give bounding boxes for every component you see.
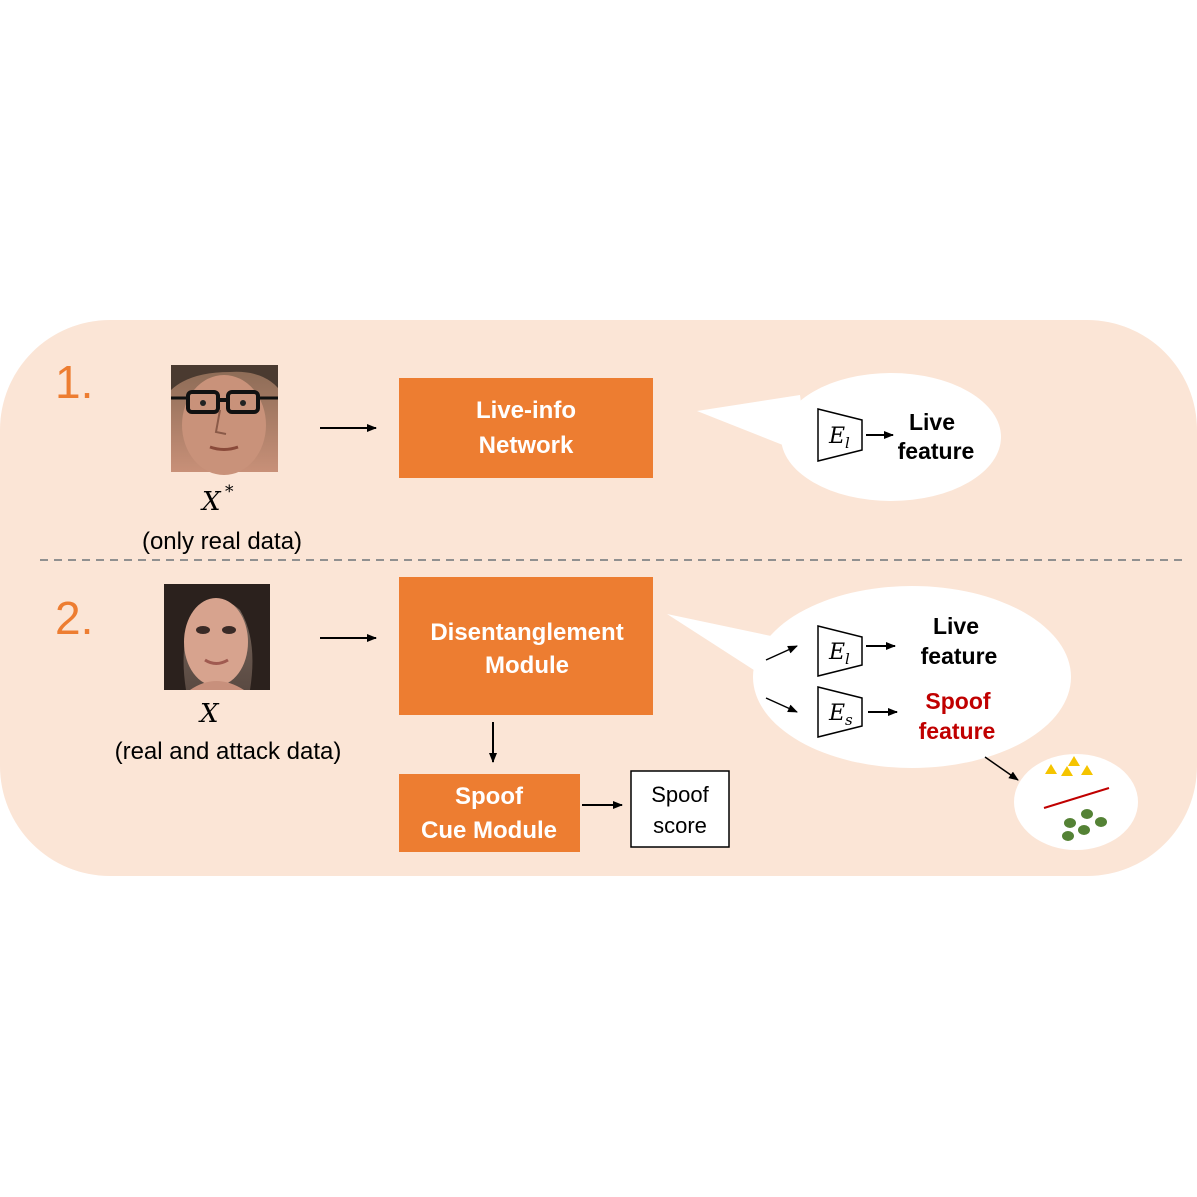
step2-live-feature-label-1: Live: [933, 613, 979, 639]
spoof-triangle-marker: [1045, 764, 1057, 774]
step2-spoof-feature-label-1: Spoof: [925, 688, 990, 714]
disentanglement-module-label-1: Disentanglement: [430, 619, 623, 646]
step2-live-encoder-subscript: l: [845, 650, 850, 668]
step2-input-symbol: X: [198, 699, 220, 729]
decision-boundary-line: [1043, 787, 1110, 809]
step2-spoof-encoder-symbol: E: [828, 701, 845, 726]
feature-space-bubble: [1014, 754, 1138, 850]
spoof-triangle-marker: [1068, 756, 1080, 766]
live-info-network-label-1: Live-info: [476, 397, 576, 424]
step2-live-feature-label-2: feature: [921, 643, 998, 669]
spoof-triangle-marker: [1081, 765, 1093, 775]
disentanglement-module-label-2: Module: [485, 652, 569, 679]
live-circle-marker: [1062, 831, 1074, 841]
step2-input-caption: (real and attack data): [115, 738, 342, 765]
step1-live-feature-label-2: feature: [898, 438, 975, 464]
live-circle-marker: [1081, 809, 1093, 819]
feature-to-scatter-arrow: [984, 756, 1019, 781]
spoof-score-label-1: Spoof: [651, 782, 709, 807]
step1-encoder-subscript: l: [845, 434, 850, 452]
live-info-network-label-2: Network: [479, 432, 574, 459]
step2-spoof-encoder-icon: [817, 686, 863, 738]
spoof-cue-module-label-2: Cue Module: [421, 817, 557, 844]
live-info-network-box: [399, 378, 653, 478]
step1-input-superscript: *: [225, 482, 234, 502]
step1-input-symbol: X: [200, 487, 222, 517]
live-circle-marker: [1095, 817, 1107, 827]
live-circle-marker: [1078, 825, 1090, 835]
step1-number: 1.: [55, 356, 93, 408]
disentanglement-module-box: [399, 577, 653, 715]
live-encoder-in-arrow: [765, 645, 798, 661]
step2-number: 2.: [55, 592, 93, 644]
step1-input-caption: (only real data): [142, 528, 302, 555]
step1-encoder-symbol: E: [828, 424, 845, 449]
spoof-cue-module-box: [399, 774, 580, 852]
step1-live-feature-label-1: Live: [909, 409, 955, 435]
feature-space-illustration: [1014, 754, 1138, 850]
spoof-score-label-2: score: [653, 813, 707, 838]
step1-encoder-icon: [817, 408, 863, 462]
step1-face-image: [171, 365, 278, 475]
step2-live-encoder-icon: [817, 625, 863, 677]
live-circle-marker: [1064, 818, 1076, 828]
step2-face-image: [164, 584, 270, 690]
step2-live-encoder-symbol: E: [828, 640, 845, 665]
step2-spoof-feature-label-2: feature: [919, 718, 996, 744]
spoof-score-box: [630, 770, 730, 848]
step2-spoof-encoder-subscript: s: [845, 711, 853, 729]
spoof-encoder-in-arrow: [765, 697, 798, 713]
spoof-cue-module-label-1: Spoof: [455, 783, 524, 810]
spoof-triangle-marker: [1061, 766, 1073, 776]
